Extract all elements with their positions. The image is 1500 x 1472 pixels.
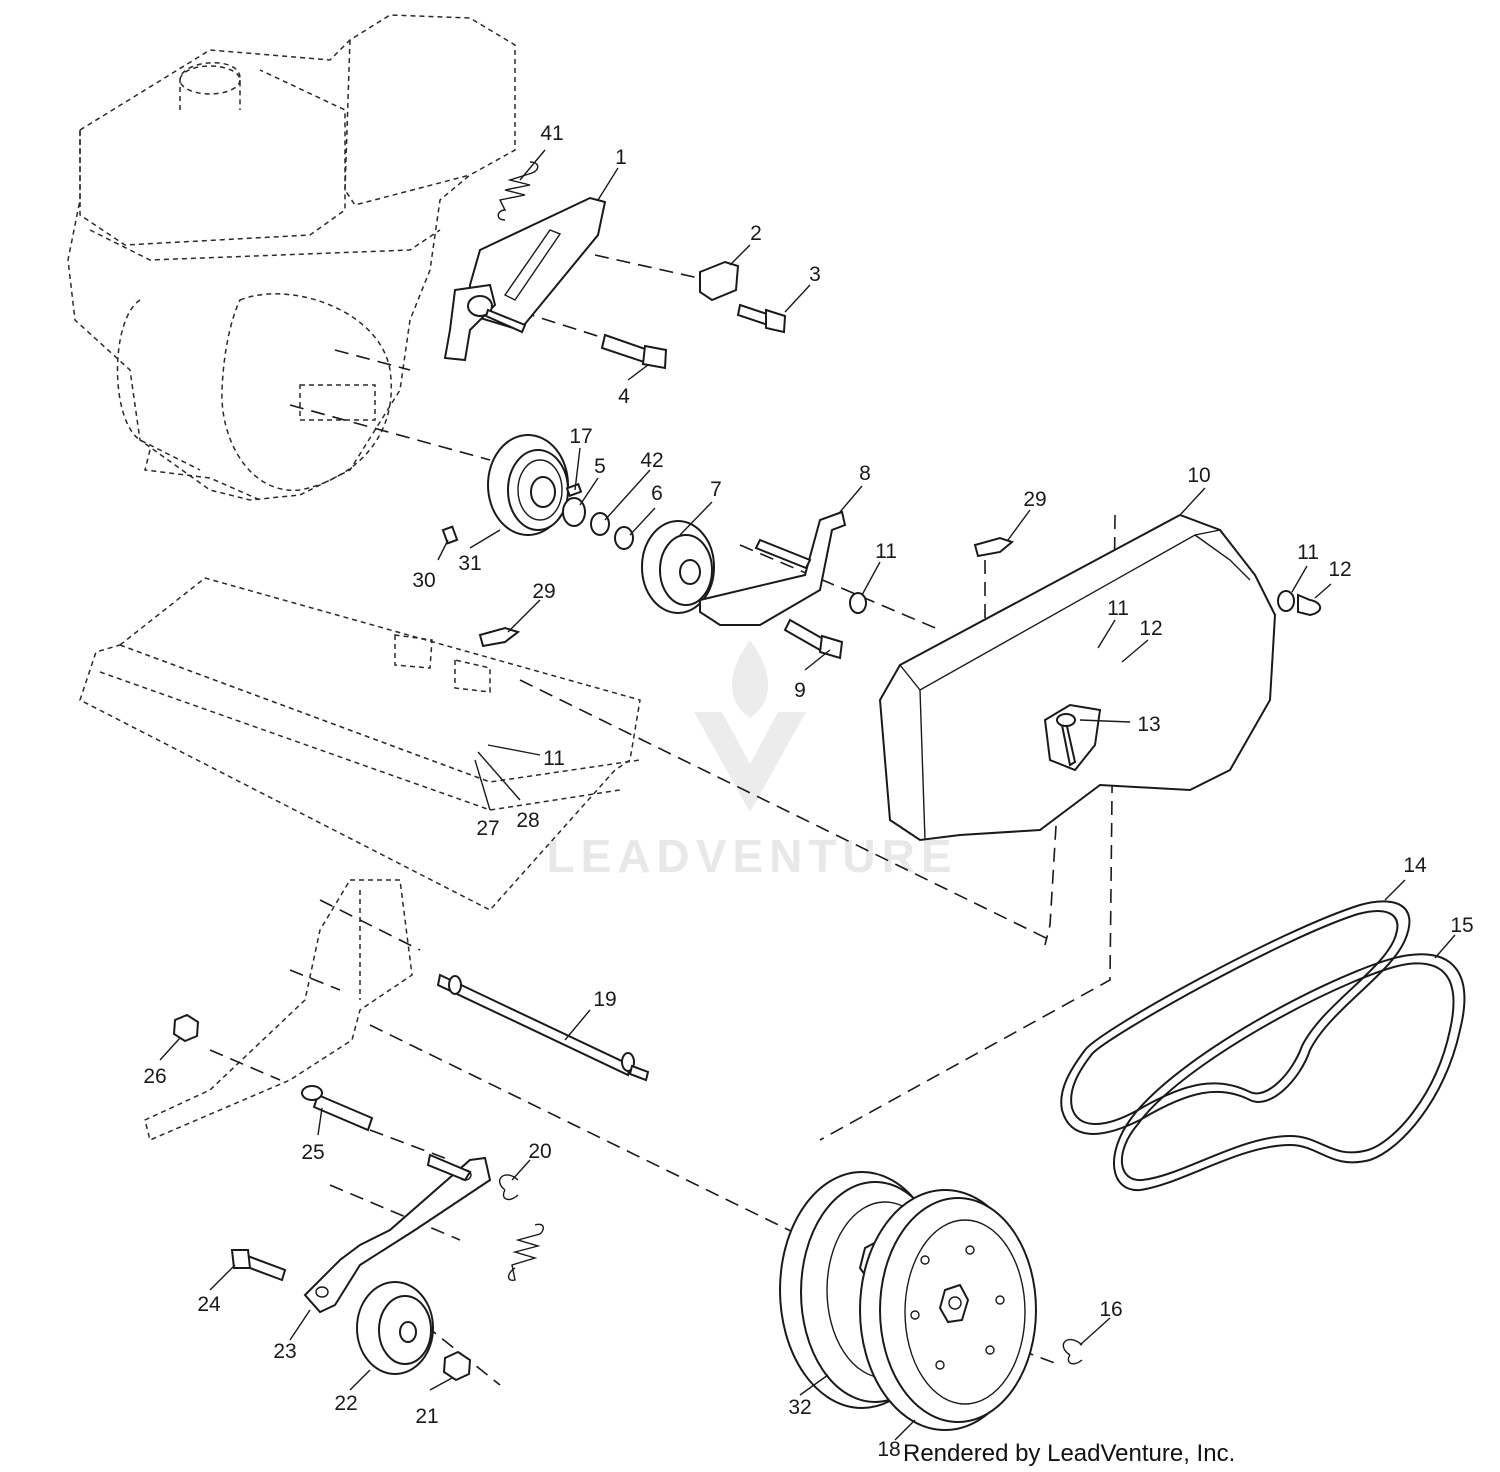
callout-29a: 29 [1023, 488, 1046, 511]
callout-20: 20 [528, 1140, 551, 1163]
callout-25: 25 [301, 1141, 324, 1164]
callout-30: 30 [412, 569, 435, 592]
callout-18: 18 [877, 1438, 900, 1461]
washer-11-b [1277, 590, 1295, 612]
mounting-bracket-outline [144, 879, 413, 1142]
callout-10: 10 [1187, 464, 1210, 487]
spring-lower [507, 1223, 544, 1281]
tine-shield-outline [79, 577, 641, 911]
callout-29b: 29 [532, 580, 555, 603]
callout-1: 1 [615, 146, 627, 169]
hex-nut-21 [442, 1350, 472, 1382]
callout-13: 13 [1137, 713, 1160, 736]
callout-32: 32 [788, 1396, 811, 1419]
bolt-4 [600, 333, 668, 370]
drive-pulley-18 [859, 1189, 1037, 1431]
callout-24: 24 [197, 1293, 221, 1316]
leadventure-logo-icon [694, 640, 806, 812]
callout-27: 27 [476, 817, 499, 840]
callout-11d: 11 [543, 747, 565, 770]
callout-28: 28 [516, 809, 539, 832]
pin [301, 1085, 374, 1132]
e-clip-16 [1062, 1338, 1083, 1365]
e-clip-20 [499, 1174, 519, 1201]
spring-upper [497, 161, 539, 221]
watermark: LEADVENTURE [546, 640, 957, 882]
shaft [436, 973, 650, 1082]
idler-arm-lower [303, 1153, 492, 1314]
callout-26: 26 [143, 1065, 166, 1088]
pulley-bracket [699, 510, 847, 626]
callout-31: 31 [458, 552, 481, 575]
callout-11a: 11 [875, 540, 897, 563]
callout-7: 7 [710, 478, 722, 501]
callout-2: 2 [750, 222, 762, 245]
callout-8: 8 [859, 462, 871, 485]
set-screw [565, 482, 583, 498]
callout-41: 41 [540, 122, 563, 145]
callout-12a: 12 [1328, 558, 1351, 581]
callout-22: 22 [334, 1392, 357, 1415]
engine-outline [67, 14, 516, 501]
callout-14: 14 [1403, 854, 1427, 877]
acorn-nut-12-a [1297, 593, 1322, 617]
idler-pulley-upper [641, 520, 715, 614]
engine-pulley [487, 434, 569, 536]
bolt-24 [230, 1249, 287, 1282]
callout-19: 19 [593, 988, 616, 1011]
callout-12b: 12 [1139, 617, 1162, 640]
watermark-text: LEADVENTURE [546, 830, 957, 882]
callout-3: 3 [809, 263, 821, 286]
callout-16: 16 [1099, 1298, 1122, 1321]
clip-29-lower [478, 626, 521, 648]
leader-lines [159, 149, 1456, 1441]
callout-4: 4 [618, 385, 630, 408]
callout-15: 15 [1450, 914, 1473, 937]
callout-21: 21 [415, 1405, 438, 1428]
callout-42: 42 [640, 449, 663, 472]
belt-15 [1113, 953, 1466, 1192]
washer-42 [590, 512, 610, 536]
callout-labels: 41 1 2 3 4 17 5 42 6 7 8 11 29 10 11 12 … [143, 122, 1473, 1461]
rendered-by-credit: Rendered by LeadVenture, Inc. [903, 1440, 1235, 1467]
washer-6 [614, 526, 634, 550]
clip [699, 260, 740, 302]
callout-11b: 11 [1297, 541, 1319, 564]
clip-29-upper [973, 536, 1015, 558]
key [441, 525, 459, 545]
washer-11-a [849, 592, 867, 614]
callout-5: 5 [594, 455, 606, 478]
idler-bracket-upper [443, 196, 607, 362]
belt-14 [1060, 900, 1411, 1135]
bushing [562, 497, 586, 527]
callout-6: 6 [651, 482, 663, 505]
bolt-9 [783, 618, 844, 660]
belt-cover [878, 513, 1277, 842]
callout-17: 17 [569, 425, 592, 448]
idler-pulley-lower [356, 1281, 434, 1375]
callout-11c: 11 [1107, 597, 1129, 620]
callout-23: 23 [273, 1340, 296, 1363]
hex-nut-26 [172, 1013, 200, 1043]
callout-9: 9 [794, 679, 806, 702]
bolt-3 [736, 303, 787, 334]
